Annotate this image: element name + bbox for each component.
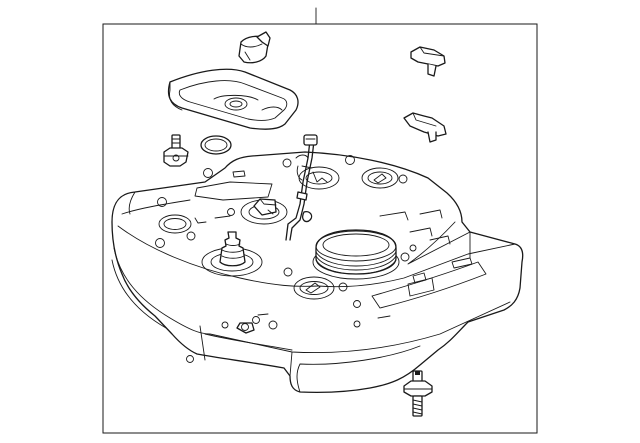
cap-icon <box>238 31 271 64</box>
bolt-icon <box>163 134 189 167</box>
diagram-frame <box>102 23 538 434</box>
tube-icon <box>285 134 318 241</box>
o-ring-icon <box>200 135 232 155</box>
bolt-icon-bottom <box>403 370 433 417</box>
clip-icon <box>410 46 446 77</box>
fuel-tank-icon <box>111 151 524 394</box>
clip-icon-right <box>403 112 447 143</box>
gasket-icon <box>167 68 299 130</box>
